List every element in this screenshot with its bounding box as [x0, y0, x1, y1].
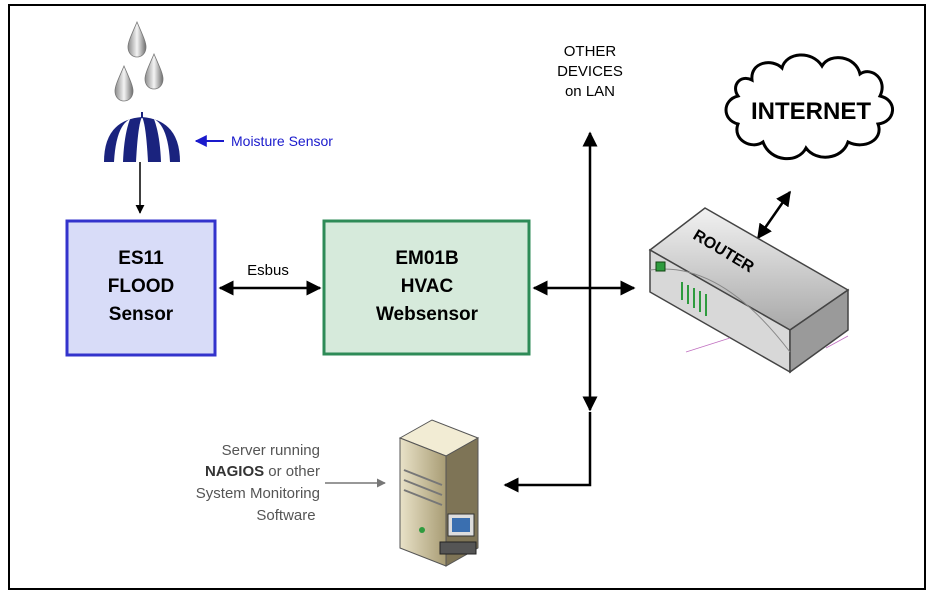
es11-line3: Sensor [109, 304, 174, 325]
em01b-line2: HVAC [401, 276, 454, 297]
raindrops-icon [114, 20, 164, 102]
server-text-line2: NAGIOS or other [205, 463, 320, 480]
internet-cloud-icon: INTERNET [724, 53, 894, 161]
em01b-line3: Websensor [376, 304, 479, 325]
server-text-line4: Software [256, 507, 315, 524]
nagios-label: NAGIOS [205, 463, 264, 480]
esbus-label: Esbus [247, 262, 289, 279]
server-text-line3: System Monitoring [196, 485, 320, 502]
em01b-line1: EM01B [395, 248, 458, 269]
moisture-sensor-label: Moisture Sensor [231, 133, 333, 149]
other-devices-line2: DEVICES [557, 63, 623, 80]
es11-line2: FLOOD [108, 276, 175, 297]
router-icon: ROUTER [648, 207, 850, 374]
es11-flood-sensor-box [65, 219, 217, 357]
es11-line1: ES11 [118, 248, 164, 269]
em01b-hvac-websensor-box [322, 219, 531, 356]
other-devices-line3: on LAN [565, 83, 615, 100]
server-tower-icon [398, 419, 480, 567]
server-text-line2-rest: or other [264, 463, 320, 480]
server-text-line1: Server running [222, 442, 320, 459]
server-link-arrow [503, 412, 592, 493]
umbrella-icon [104, 112, 180, 162]
router-internet-link-arrow [756, 190, 792, 240]
other-devices-line1: OTHER [564, 43, 617, 60]
internet-label: INTERNET [751, 98, 871, 125]
